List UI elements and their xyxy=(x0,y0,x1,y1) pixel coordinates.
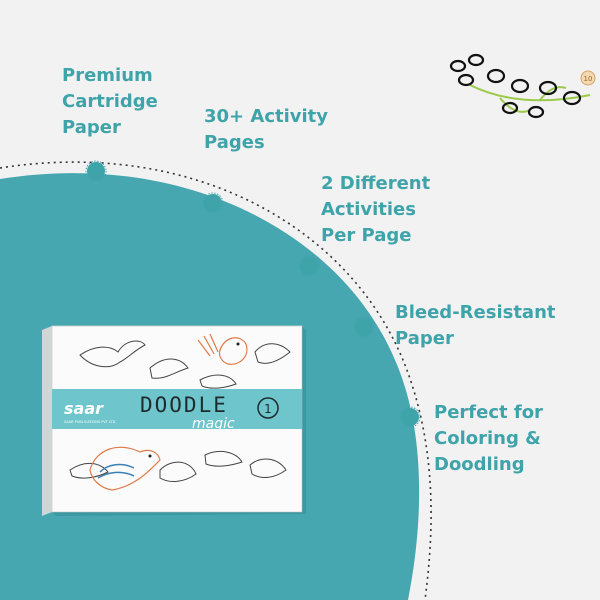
volume-number: 1 xyxy=(264,402,272,416)
feature-label-4: Bleed-Resistant Paper xyxy=(395,302,556,349)
book-cover: saar SAAR PUBLICATIONS PVT LTD DOODLE ma… xyxy=(42,325,306,516)
volume-badge xyxy=(257,397,279,419)
branch-badge-text: 10 xyxy=(584,75,593,83)
book-publisher: SAAR PUBLICATIONS PVT LTD xyxy=(64,420,116,424)
book-subtitle: magic xyxy=(192,416,235,432)
arc-dot-3 xyxy=(298,255,320,277)
colored-bird-bottom xyxy=(89,446,161,491)
feature-label-2: 30+ Activity Pages xyxy=(204,106,329,153)
dotted-arc xyxy=(0,161,432,600)
arc-dot-5 xyxy=(399,406,421,428)
book-title-band xyxy=(52,389,302,429)
book-title: DOODLE xyxy=(140,393,228,417)
arc-dot-4 xyxy=(353,316,375,338)
feature-label-5: Perfect for Coloring & Doodling xyxy=(434,402,543,475)
book-brand: saar xyxy=(64,399,104,418)
arc-dot-2 xyxy=(202,192,224,214)
bird-illustrations xyxy=(69,340,291,482)
feature-label-3: 2 Different Activities Per Page xyxy=(321,173,431,246)
colored-bird-top xyxy=(197,333,248,365)
arc-dot-1 xyxy=(85,160,107,182)
feature-label-1: Premium Cartridge Paper xyxy=(62,65,158,138)
branch-decoration: 10 xyxy=(449,53,596,119)
